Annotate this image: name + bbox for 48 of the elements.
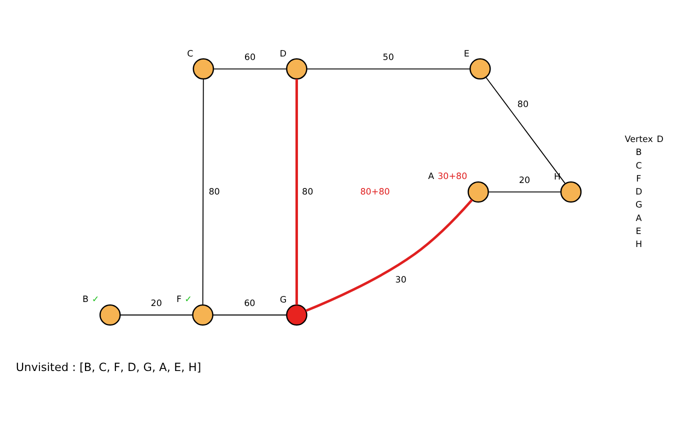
node-circle <box>99 304 121 326</box>
label: H <box>635 240 642 250</box>
label: E <box>636 226 642 237</box>
node-circle <box>192 58 214 80</box>
node-label: E <box>464 49 470 60</box>
connector <box>212 314 287 315</box>
connector <box>306 68 471 69</box>
node-label: ✓ <box>184 294 192 304</box>
label: C <box>636 160 642 171</box>
node-label: A <box>428 171 434 182</box>
node-label: G <box>280 295 287 306</box>
node-circle <box>286 58 308 80</box>
node-label: D <box>280 49 287 60</box>
connector <box>486 76 566 184</box>
edge-label: 80 <box>302 187 314 198</box>
node-circle <box>192 304 214 326</box>
label: D <box>635 187 642 198</box>
edge-label: 60 <box>244 52 256 62</box>
label: A <box>636 213 642 224</box>
node-label: C <box>187 49 194 60</box>
edge-label: 20 <box>518 176 530 186</box>
connector <box>295 78 298 304</box>
node-circle <box>470 58 491 80</box>
node-circle <box>560 180 582 202</box>
label: 80+80 <box>360 186 390 197</box>
connector <box>202 78 204 305</box>
node-circle <box>286 304 308 326</box>
node-circle <box>468 180 489 202</box>
label: Vertex <box>624 134 653 144</box>
edge-label: 20 <box>150 298 162 309</box>
edge-label: 80 <box>517 99 529 110</box>
node-label: ✓ <box>92 294 100 304</box>
node-label: F <box>176 294 182 304</box>
label: F <box>636 174 642 184</box>
label: D <box>656 134 664 144</box>
label: G <box>635 200 642 210</box>
edge-label: 80 <box>208 187 220 198</box>
edge-label: 60 <box>244 298 256 309</box>
connector <box>120 314 194 315</box>
connector <box>488 191 562 192</box>
edge-label: 30 <box>395 274 406 285</box>
node-label: 30+80 <box>438 171 468 182</box>
label: B <box>636 148 642 158</box>
connector <box>305 198 473 312</box>
edge-label: 50 <box>382 52 394 62</box>
connector <box>213 68 288 69</box>
node-label: B <box>82 294 89 304</box>
label: Unvisited : [B, C, F, D, G, A, E, H] <box>16 360 202 374</box>
